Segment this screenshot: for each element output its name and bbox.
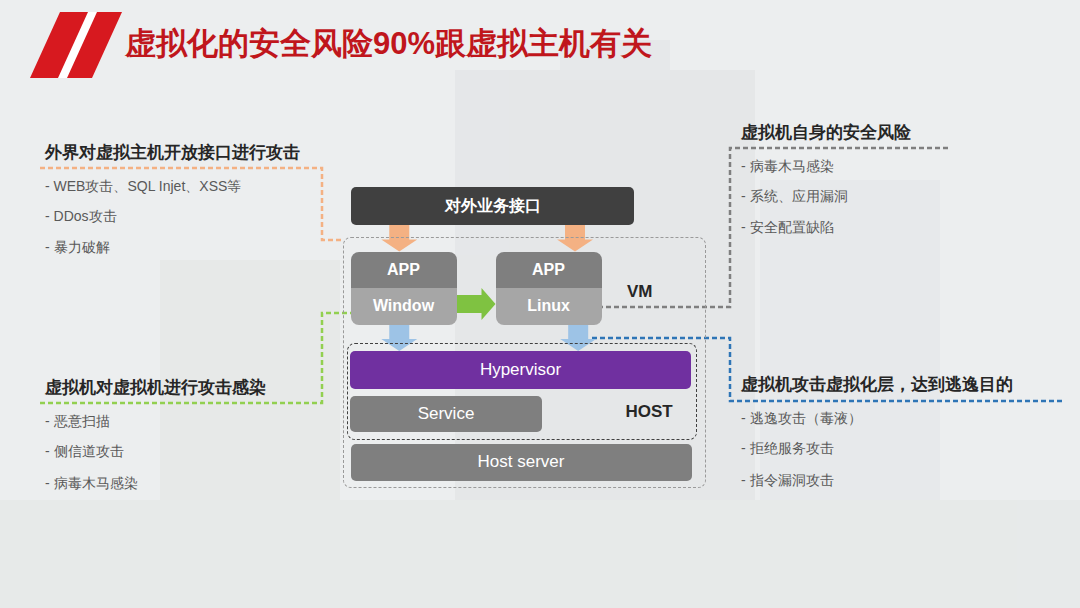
box-label: Host server <box>478 452 565 472</box>
callout-item: - DDos攻击 <box>45 207 117 225</box>
callout-item: - WEB攻击、SQL Injet、XSS等 <box>45 177 241 195</box>
callout-heading: 虚拟机攻击虚拟化层，达到逃逸目的 <box>741 375 1013 395</box>
callout-heading: 虚拟机对虚拟机进行攻击感染 <box>45 378 266 398</box>
title-decoration <box>30 12 122 78</box>
vm-box: APPWindow <box>351 252 457 325</box>
region-label: VM <box>627 282 653 302</box>
building-photo <box>0 40 1080 608</box>
callout-item: - 指令漏洞攻击 <box>741 471 834 489</box>
box-label: 对外业务接口 <box>445 196 541 217</box>
callout-item: - 恶意扫描 <box>45 412 110 430</box>
callout-item: - 病毒木马感染 <box>45 474 138 492</box>
block-arrow <box>381 225 417 252</box>
host-server-box: Host server <box>351 444 692 481</box>
block-arrow <box>560 325 596 352</box>
callout-heading: 虚拟机自身的安全风险 <box>741 123 911 143</box>
box-label: Service <box>418 404 475 424</box>
region-label: HOST <box>626 402 673 422</box>
block-arrow <box>557 225 593 252</box>
leader-line <box>40 168 343 240</box>
callout-item: - 系统、应用漏洞 <box>741 187 848 205</box>
callout-item: - 病毒木马感染 <box>741 157 834 175</box>
callout-item: - 安全配置缺陷 <box>741 218 834 236</box>
callout-item: - 拒绝服务攻击 <box>741 439 834 457</box>
callout-item: - 暴力破解 <box>45 238 110 256</box>
block-arrow <box>457 288 496 320</box>
interface-box: 对外业务接口 <box>351 187 634 225</box>
host-region: HOST HypervisorService <box>347 343 697 440</box>
callout-item: - 逃逸攻击（毒液） <box>741 409 862 427</box>
block-arrow <box>381 325 417 352</box>
title: 虚拟化的安全风险90%跟虚拟主机有关 <box>125 26 652 62</box>
leader-line <box>40 313 351 403</box>
service-box: Service <box>350 396 542 432</box>
callout-item: - 侧信道攻击 <box>45 442 124 460</box>
app-label: APP <box>496 252 602 289</box>
os-label: Linux <box>496 288 602 325</box>
app-label: APP <box>351 252 457 289</box>
leader-line <box>602 148 948 307</box>
vm-region: VMAPPWindowAPPLinuxHOSTHypervisorService… <box>343 237 706 488</box>
hypervisor-box: Hypervisor <box>350 351 691 389</box>
vm-box: APPLinux <box>496 252 602 325</box>
callout-heading: 外界对虚拟主机开放接口进行攻击 <box>45 143 300 163</box>
title-decoration-stripe <box>58 12 97 78</box>
os-label: Window <box>351 288 457 325</box>
box-label: Hypervisor <box>480 360 561 380</box>
